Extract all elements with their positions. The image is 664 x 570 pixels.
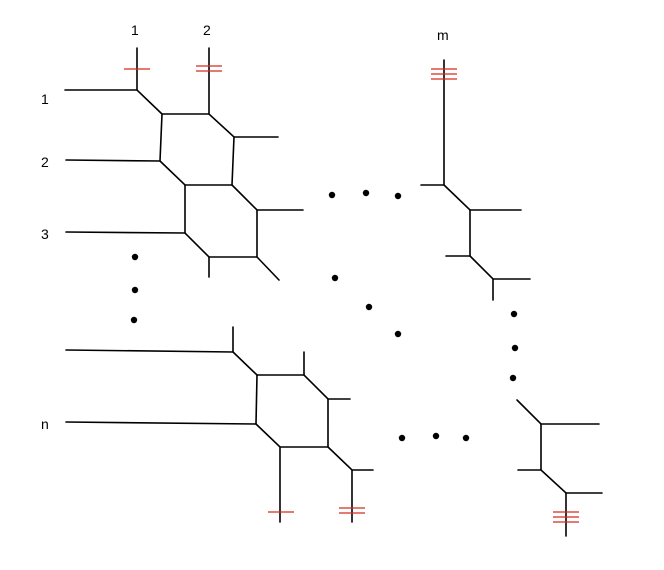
ellipsis-dots-top: [328, 189, 402, 200]
ellipsis-dots-bottom: [398, 432, 470, 442]
column-label-1: 1: [131, 22, 139, 38]
edge: [327, 446, 374, 471]
top-left-curve: [64, 47, 304, 281]
edge: [540, 423, 603, 494]
edge: [256, 256, 280, 281]
tick-mark-double-top: [196, 65, 222, 72]
edge: [159, 113, 235, 186]
top-right-curve: [420, 59, 531, 301]
edge: [65, 209, 258, 258]
row-label-n: n: [41, 416, 49, 432]
tick-mark-triple-top: [431, 68, 457, 80]
tick-mark-double-bottom: [339, 507, 365, 514]
ellipsis-dots-right: [509, 310, 519, 382]
row-label-1: 1: [41, 91, 49, 107]
edge: [443, 59, 522, 211]
edge: [232, 326, 258, 376]
edge: [231, 184, 304, 211]
edge: [469, 209, 531, 280]
edge: [64, 89, 163, 115]
edge: [65, 159, 161, 162]
edge: [255, 398, 329, 448]
column-label-m: m: [437, 27, 449, 43]
edge: [65, 349, 234, 353]
bottom-right-curve: [516, 399, 603, 537]
row-label-3: 3: [41, 226, 49, 242]
ellipsis-dots-diagonal: [331, 274, 402, 338]
row-label-2: 2: [41, 154, 49, 170]
ellipsis-dots-left: [130, 253, 139, 324]
column-label-2: 2: [203, 22, 211, 38]
tick-mark-triple-bottom: [553, 511, 579, 523]
edge: [516, 399, 600, 425]
edge: [161, 113, 279, 138]
edge: [65, 374, 258, 425]
bottom-left-curve: [65, 326, 374, 523]
edge: [256, 374, 351, 400]
